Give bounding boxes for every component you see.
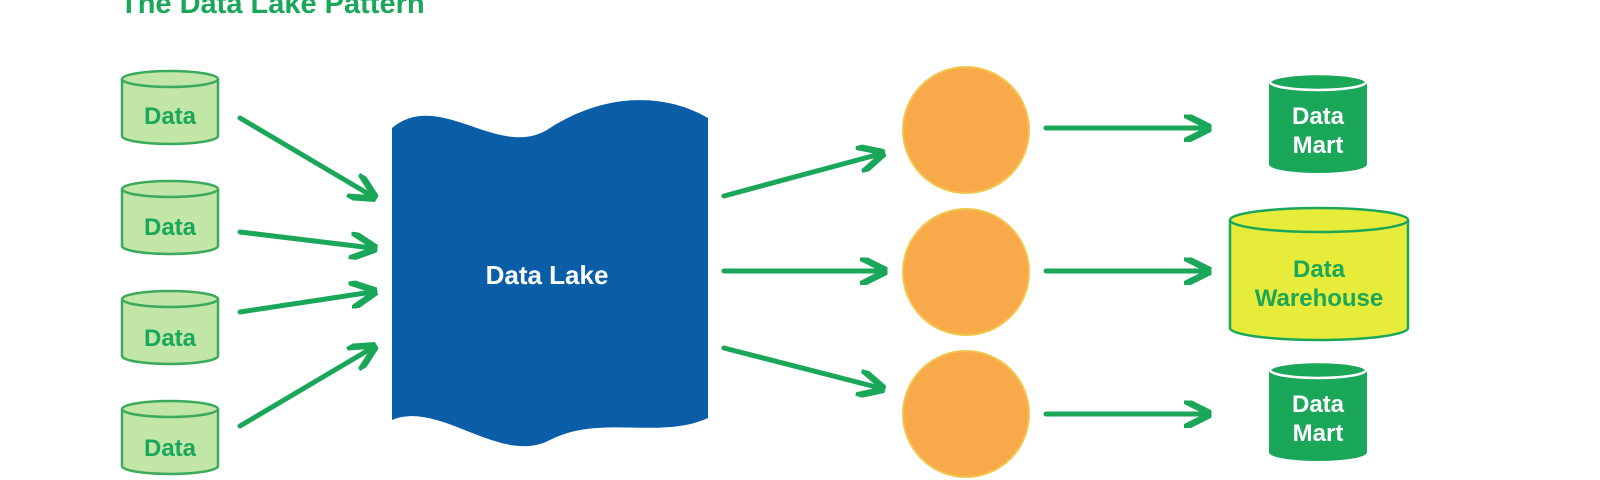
source-data-1-label: Data [144,103,197,130]
arrow-source-4-to-lake [237,348,372,429]
data-warehouse: Data Warehouse [1228,206,1410,342]
arrow-source-1-to-lake [237,115,372,196]
arrow-lake-to-process-3 [721,345,880,388]
data-warehouse-line-2: Warehouse [1255,285,1383,312]
diagram-title: The Data Lake Pattern [120,0,425,20]
data-mart-top-line-2: Mart [1293,132,1344,159]
source-data-1: Data [120,69,220,146]
source-data-4: Data [120,399,220,476]
data-mart-bottom-line-1: Data [1292,391,1345,418]
source-data-2-label: Data [144,214,197,241]
process-circle-1 [902,66,1030,194]
source-data-2: Data [120,179,220,256]
source-data-4-label: Data [144,435,197,462]
arrow-source-2-to-lake [237,229,372,248]
data-mart-top-line-1: Data [1292,103,1345,130]
process-circle-3 [902,350,1030,478]
data-mart-bottom-line-2: Mart [1293,420,1344,447]
arrow-source-3-to-lake [237,292,372,315]
data-mart-top: Data Mart [1268,72,1368,173]
arrow-lake-to-process-1 [721,154,880,199]
data-warehouse-line-1: Data [1293,256,1346,283]
data-lake: Data Lake [392,100,708,447]
source-data-3-label: Data [144,325,197,352]
process-circle-2 [902,208,1030,336]
data-mart-bottom: Data Mart [1268,360,1368,461]
data-lake-label: Data Lake [486,260,609,290]
source-data-3: Data [120,289,220,366]
